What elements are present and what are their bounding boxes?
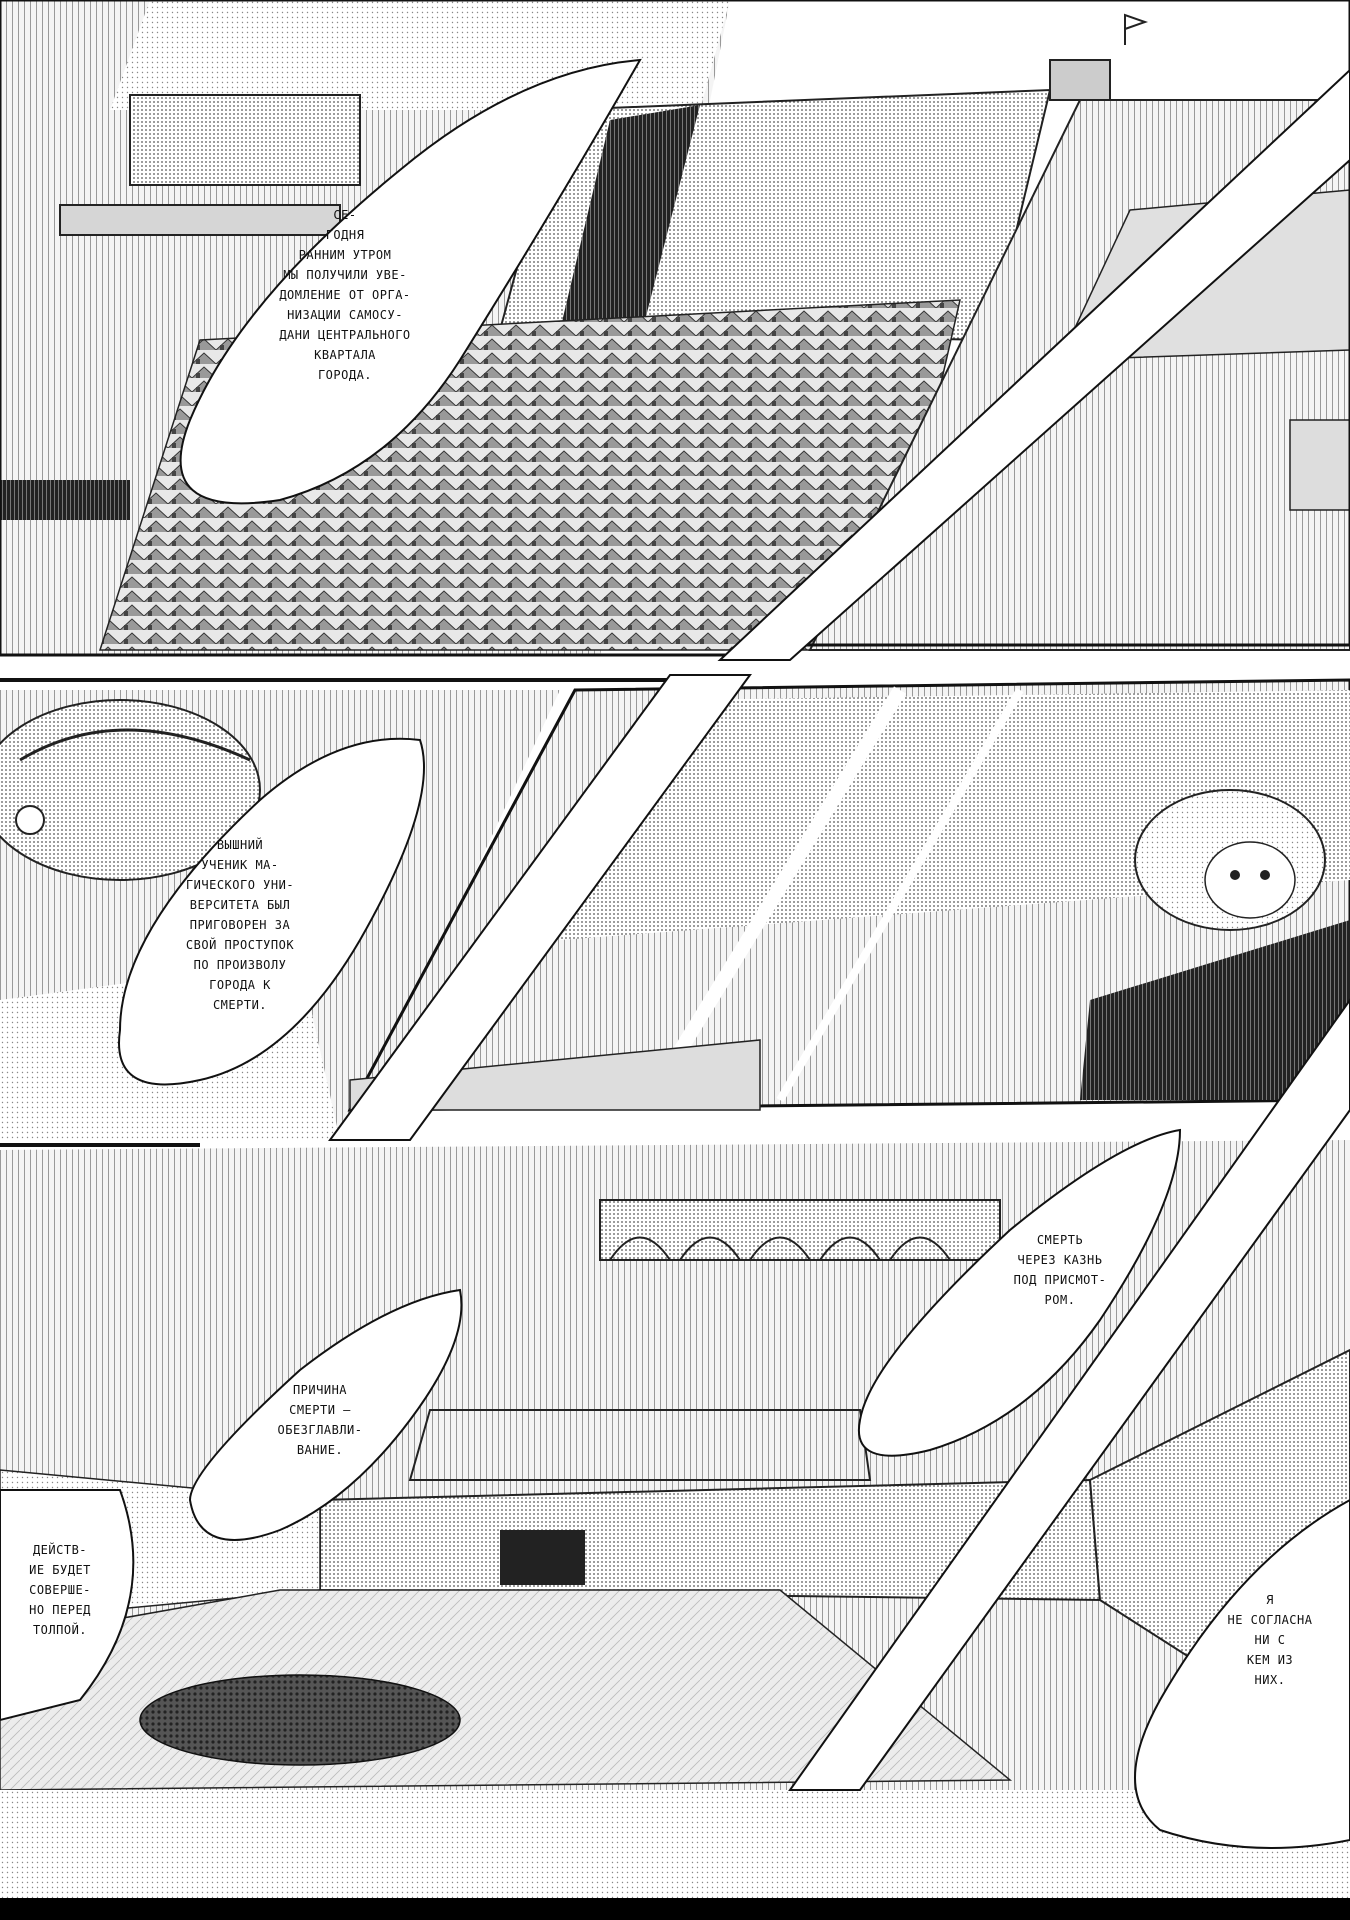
speech-bubble-4 [188,1288,463,1541]
speech-bubble-3 [857,1128,1182,1457]
speech-bubble-5 [0,1489,135,1722]
flag-icon [1124,13,1149,45]
slash-divider-3 [788,998,1350,1791]
speech-bubble-6 [1134,1498,1350,1849]
slash-divider-1 [717,68,1350,661]
speech-bubble-2 [118,737,425,1086]
speech-bubble-1 [179,58,642,505]
slash-divider-2 [328,674,752,1141]
